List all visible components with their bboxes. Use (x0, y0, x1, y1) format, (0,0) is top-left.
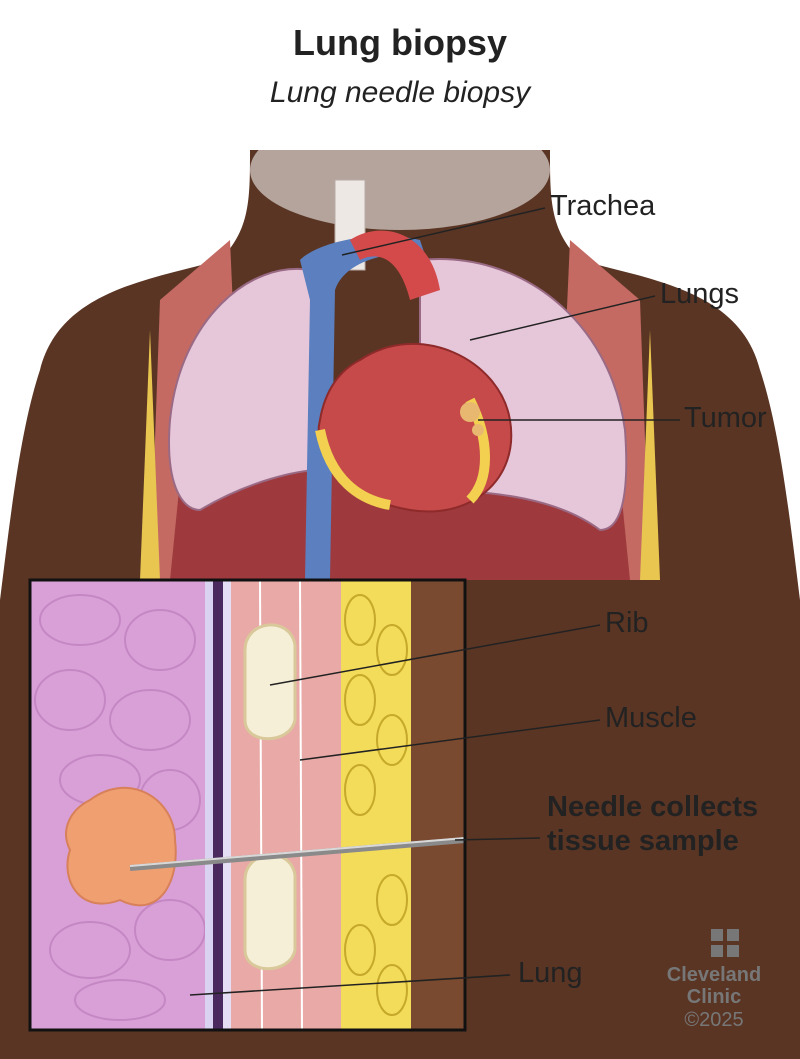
lung-left (168, 267, 322, 512)
rib-upper (243, 623, 297, 741)
label-muscle: Muscle (605, 702, 697, 734)
label-lungs: Lungs (660, 278, 740, 310)
needle (129, 837, 466, 871)
tumor-sample (65, 786, 177, 907)
skin-layer (411, 580, 465, 1030)
logo-line2: Clinic (686, 986, 742, 1008)
cleveland-clinic-logo-mark (711, 929, 739, 957)
cleveland-clinic-logo: Cleveland Clinic ©2025 (654, 926, 774, 1032)
label-trachea: Trachea (550, 190, 656, 222)
heart (317, 342, 513, 513)
label-tumor: Tumor (684, 402, 767, 434)
label-needle-line1: Needle collects (547, 791, 759, 823)
page-title: Lung biopsy (293, 22, 507, 63)
label-needle: Needle collects tissue sample (547, 790, 758, 858)
page-subtitle: Lung needle biopsy (269, 76, 531, 109)
fat-layer (341, 580, 411, 1030)
label-lung: Lung (518, 957, 583, 989)
label-needle-line2: tissue sample (547, 825, 739, 857)
vena-cava (300, 236, 425, 580)
label-rib: Rib (605, 607, 649, 639)
tumor (460, 402, 480, 422)
logo-line1: Cleveland (666, 964, 762, 986)
inset-panel (28, 578, 467, 1032)
rib-lower (243, 853, 297, 971)
copyright: ©2025 (684, 1009, 744, 1031)
